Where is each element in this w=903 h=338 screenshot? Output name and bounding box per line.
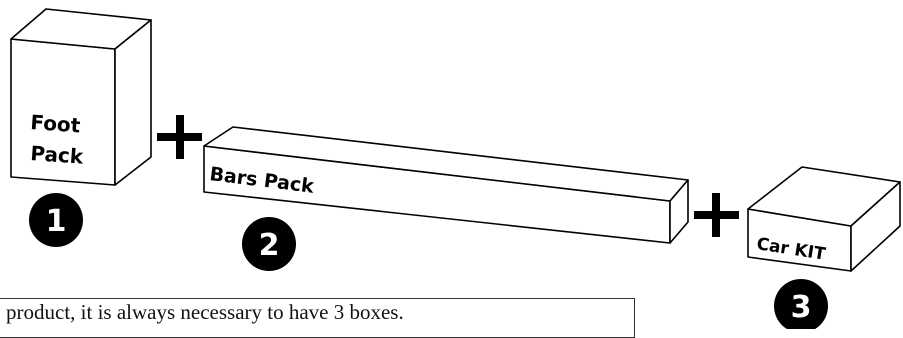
car-kit-box	[747, 166, 901, 272]
bars-pack-box	[203, 126, 689, 244]
badge-1-number: 1	[46, 204, 67, 239]
foot-pack-label-line1: Foot	[30, 110, 82, 137]
kit-diagram: Foot Pack Bars Pack Car KIT 1 2 3	[10, 8, 901, 329]
plus-sign-2	[694, 193, 739, 237]
badge-3: 3	[774, 279, 828, 329]
badge-3-number: 3	[791, 290, 812, 325]
foot-pack-box	[10, 8, 152, 186]
badge-2: 2	[242, 217, 296, 271]
badge-1: 1	[29, 193, 83, 247]
plus-sign-1	[157, 115, 202, 159]
badge-2-number: 2	[259, 228, 280, 263]
note-text: product, it is always necessary to have …	[0, 298, 635, 338]
foot-pack-label-line2: Pack	[30, 141, 85, 169]
